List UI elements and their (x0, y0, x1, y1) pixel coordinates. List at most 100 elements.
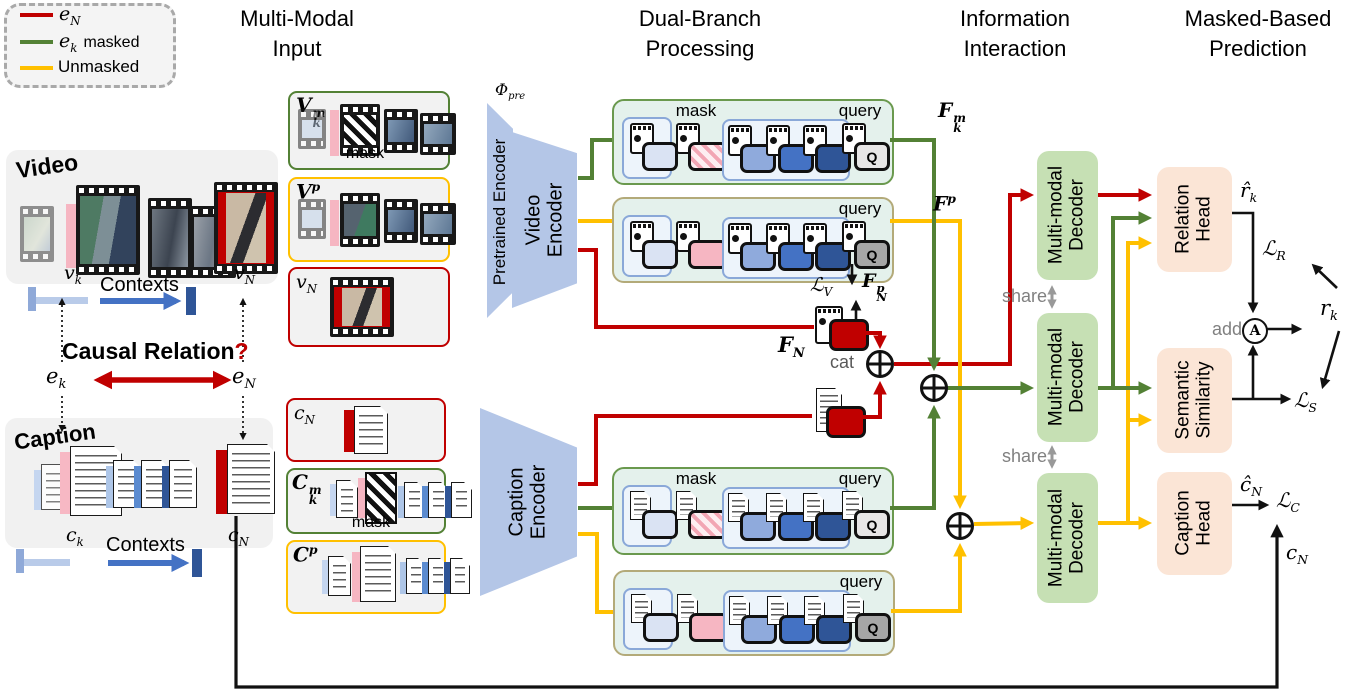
label-rhat-k: r̂k (1240, 178, 1258, 205)
document-icon (328, 556, 351, 596)
video-encoder (512, 132, 577, 308)
multimodal-decoder-3 (1037, 473, 1098, 603)
ck-pink-spine (60, 452, 70, 514)
doc-spine-blue3 (162, 466, 169, 508)
input-box-cn: cN (286, 398, 446, 462)
label-video-contexts: Contexts (100, 274, 179, 296)
caption-timeline-endbar (192, 549, 202, 577)
label-loss-r: ℒR (1262, 236, 1286, 263)
film-icon (298, 109, 326, 149)
input-box-vkm: Vmk mask (288, 91, 456, 170)
branch-video-unmasked: query Q (612, 197, 894, 283)
label-en: eN (232, 364, 256, 393)
concat-circle-icons (866, 350, 974, 540)
doc-spine-light (34, 470, 41, 510)
label-phi-pre: Φpre (495, 80, 526, 103)
document-icon (354, 406, 388, 454)
film-frame-vk (76, 185, 140, 275)
multimodal-decoder-1 (1037, 151, 1098, 280)
film-icon (420, 113, 456, 155)
document-icon-cn (227, 444, 275, 514)
relation-head (1157, 167, 1232, 272)
video-timeline-cap (28, 287, 36, 311)
film-icon-vn (330, 277, 394, 337)
document-icon (336, 480, 358, 518)
vk-pink-sliver (66, 204, 76, 268)
film-icon (340, 193, 380, 247)
pretrained-encoder (487, 103, 513, 318)
label-ek: ek (46, 364, 67, 393)
label-vk: vk (64, 262, 82, 287)
aggregate-circle-icon: A (1242, 318, 1268, 344)
doc-spine-blue1 (106, 466, 113, 508)
branch-caption-masked: mask query Q (612, 467, 894, 555)
film-frame-faded (20, 206, 54, 262)
query-token: Q (854, 240, 890, 269)
green-paths (578, 138, 1153, 510)
video-timeline-endbar (186, 287, 196, 315)
label-loss-c: ℒC (1276, 488, 1300, 515)
label-cn: cN (228, 524, 249, 549)
legend-label-unmasked: Unmasked (58, 57, 140, 76)
document-icon (451, 482, 472, 518)
label-rk: rk (1320, 296, 1338, 325)
label-chat-n: ĉN (1240, 472, 1263, 499)
legend-box (4, 3, 176, 88)
film-icon (298, 199, 326, 239)
label-loss-v: ℒV (810, 274, 833, 299)
black-paths (846, 211, 1341, 511)
label-fn: FN (778, 332, 805, 362)
label-ck: ck (66, 524, 84, 549)
cat-label: cat (830, 352, 855, 372)
film-icon (384, 109, 418, 153)
label-loss-s: ℒS (1294, 388, 1317, 415)
caption-head (1157, 472, 1232, 575)
caption-timeline-cap (16, 549, 24, 573)
label-caption-contexts: Contexts (106, 534, 185, 556)
query-token: Q (854, 142, 890, 171)
causal-relation-question: Causal Relation? (62, 338, 249, 364)
input-box-vp: Vp (288, 177, 456, 262)
label-vn: vN (234, 262, 256, 287)
document-icon (360, 546, 396, 602)
share-label-1: share (1002, 286, 1048, 306)
query-token: Q (854, 510, 890, 539)
film-frame-context-1 (148, 198, 192, 278)
branch-video-masked: mask query Q (612, 99, 894, 185)
legend-swatch-yellow (20, 66, 53, 70)
cn-feedback-line (234, 516, 1284, 689)
film-icon (384, 199, 418, 243)
legend-label-en: eN (59, 3, 81, 28)
share-label-2: share (1002, 446, 1048, 466)
document-icon (450, 558, 470, 594)
red-paths (578, 188, 1153, 486)
fn-caption-token (826, 406, 866, 438)
input-box-vn: vN (288, 267, 450, 347)
context-arrows (100, 292, 190, 572)
semantic-similarity-head (1157, 348, 1232, 453)
masked-document-icon (365, 472, 397, 524)
label-cn-feedback: cN (1286, 540, 1309, 567)
legend-label-ek-masked: ek masked (59, 30, 140, 55)
query-token: Q (855, 613, 891, 642)
yellow-paths (578, 219, 1153, 614)
branch-caption-unmasked: query Q (613, 570, 895, 656)
legend-swatch-red (20, 13, 53, 17)
label-fp: Fp (933, 191, 956, 216)
add-label: add (1212, 319, 1243, 339)
dotted-event-arrows (58, 297, 247, 441)
document-icon (169, 460, 197, 508)
masked-film-icon (340, 104, 380, 156)
input-box-cp: Cp (286, 540, 446, 614)
film-icon (420, 203, 456, 245)
document-icon (428, 482, 449, 518)
cn-red-spine (216, 450, 227, 514)
